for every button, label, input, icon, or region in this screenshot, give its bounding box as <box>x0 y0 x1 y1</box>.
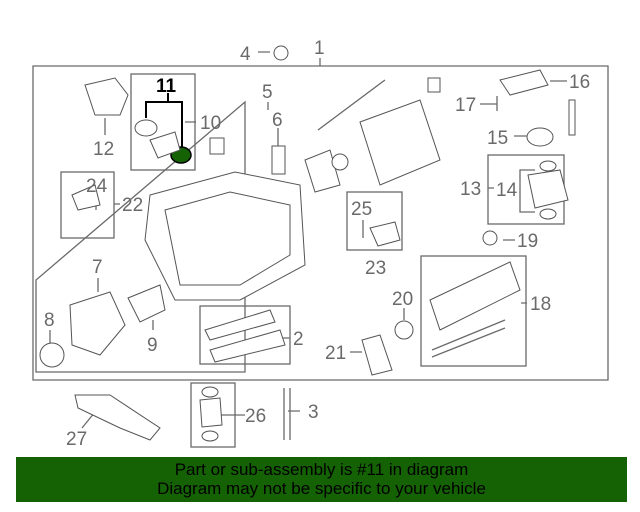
callout-11[interactable]: 11 <box>156 76 177 97</box>
callout-8[interactable]: 8 <box>44 310 55 331</box>
callout-5[interactable]: 5 <box>262 82 273 103</box>
box-2 <box>199 305 291 365</box>
callout-19[interactable]: 19 <box>517 231 538 252</box>
callout-25[interactable]: 25 <box>351 199 372 220</box>
banner-part-notice: Part or sub-assembly is #11 in diagram <box>174 460 469 479</box>
callout-17[interactable]: 17 <box>455 95 476 116</box>
part-shapes <box>39 45 576 442</box>
compressor-sub-frame <box>35 100 246 373</box>
callout-9[interactable]: 9 <box>147 335 158 356</box>
callout-2[interactable]: 2 <box>293 329 304 350</box>
callout-18[interactable]: 18 <box>530 294 551 315</box>
callout-10[interactable]: 10 <box>200 113 221 134</box>
callout-24[interactable]: 24 <box>86 176 108 197</box>
callout-4[interactable]: 4 <box>240 44 251 65</box>
callout-7[interactable]: 7 <box>92 257 103 278</box>
callout-1[interactable]: 1 <box>314 38 325 59</box>
info-banner: Part or sub-assembly is #11 in diagram D… <box>16 457 627 502</box>
main-assembly-frame <box>32 65 609 381</box>
callout-26[interactable]: 26 <box>245 406 266 427</box>
callout-6[interactable]: 6 <box>272 110 283 131</box>
callout-22[interactable]: 22 <box>122 195 143 216</box>
callout-21[interactable]: 21 <box>325 343 346 364</box>
box-23-25 <box>346 191 403 251</box>
callout-15[interactable]: 15 <box>487 128 508 149</box>
callout-12[interactable]: 12 <box>93 139 114 160</box>
callout-16[interactable]: 16 <box>569 72 590 93</box>
part-11-leader <box>145 93 183 147</box>
callout-20[interactable]: 20 <box>392 289 413 310</box>
callout-27[interactable]: 27 <box>66 429 87 450</box>
callout-23[interactable]: 23 <box>365 258 386 279</box>
callout-13[interactable]: 13 <box>460 179 481 200</box>
box-18 <box>420 255 527 367</box>
callout-3[interactable]: 3 <box>308 402 319 423</box>
callout-14[interactable]: 14 <box>496 180 518 201</box>
banner-disclaimer: Diagram may not be specific to your vehi… <box>157 479 486 498</box>
box-22-24 <box>60 171 115 239</box>
